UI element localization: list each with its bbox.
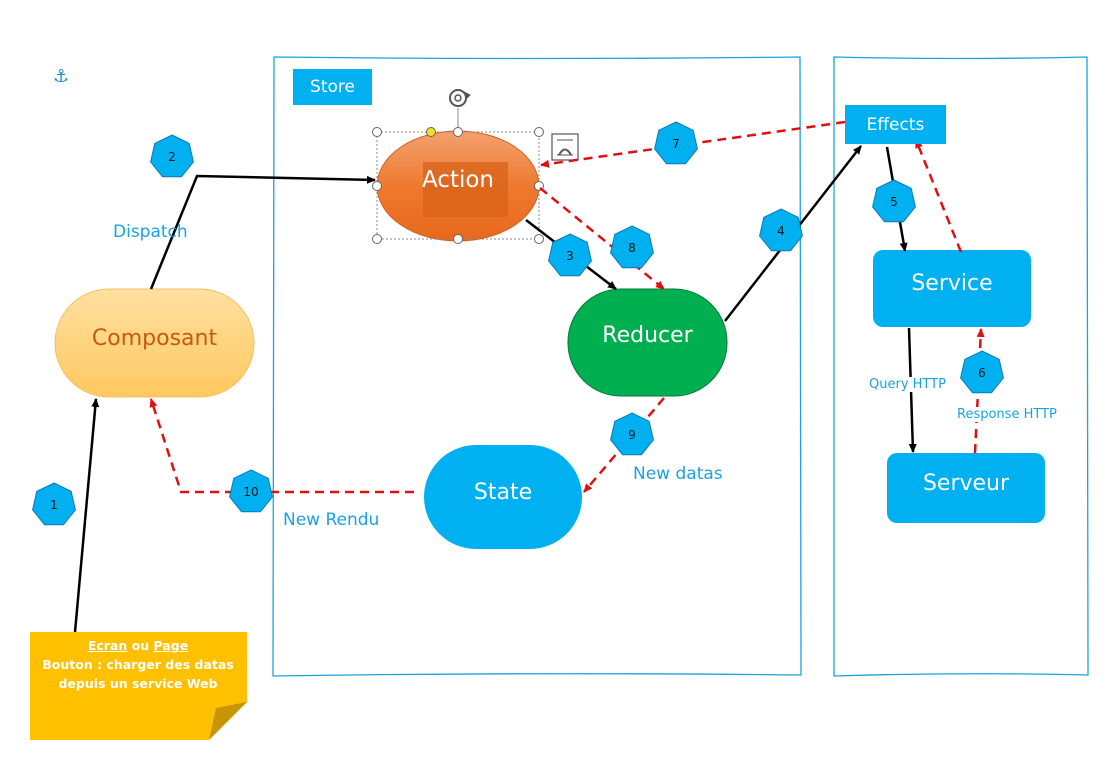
step-badge-number: 9	[628, 428, 636, 442]
effects-container	[833, 56, 1089, 677]
step-badge-number: 6	[978, 366, 986, 380]
step-badge-number: 2	[168, 150, 176, 164]
layout-options-icon[interactable]	[551, 133, 579, 161]
step-badges: 1 2 3 4 5 6 7 8 9 10	[32, 121, 1004, 526]
service-node[interactable]	[873, 250, 1031, 327]
rotate-handle-icon[interactable]	[449, 89, 471, 107]
sticky-note	[30, 632, 247, 740]
step-badge-number: 5	[890, 195, 898, 209]
arrow-service-to-effects	[914, 139, 963, 253]
new-rendu-label: New Rendu	[283, 510, 380, 530]
step-badge-9	[610, 412, 654, 456]
arrow-2-dispatch	[149, 174, 376, 290]
step-badge-number: 10	[243, 485, 258, 499]
arrow-8-action-to-reducer	[539, 187, 665, 290]
dispatch-label: Dispatch	[113, 222, 188, 242]
response-http-label: Response HTTP	[955, 407, 1059, 422]
step-badge-number: 7	[672, 137, 680, 151]
step-badge-2	[150, 134, 194, 178]
reducer-node[interactable]	[567, 288, 728, 397]
step-badge-1	[32, 482, 76, 526]
composant-node[interactable]	[54, 288, 255, 398]
new-datas-label: New datas	[633, 464, 723, 484]
step-badge-3	[548, 233, 592, 277]
step-badge-number: 1	[50, 498, 58, 512]
step-badge-7	[654, 121, 698, 165]
step-badge-10	[229, 469, 273, 513]
step-badge-number: 8	[628, 241, 636, 255]
step-badge-6	[960, 350, 1004, 394]
anchor-icon: ⚓	[53, 66, 70, 86]
query-http-label: Query HTTP	[869, 377, 946, 392]
serveur-node[interactable]	[887, 453, 1045, 523]
step-badge-number: 3	[566, 249, 574, 263]
step-badge-8	[610, 225, 654, 269]
action-text-box	[423, 162, 508, 217]
store-label: Store	[293, 69, 372, 105]
state-node[interactable]	[424, 445, 582, 549]
arrow-1-ecran-to-composant	[73, 398, 100, 633]
arrow-10-state-to-composant	[149, 398, 414, 494]
step-badge-number: 4	[777, 224, 785, 238]
step-badge-4	[759, 208, 803, 252]
store-container	[272, 56, 802, 677]
effects-label[interactable]: Effects	[845, 105, 946, 144]
step-badge-5	[872, 179, 916, 223]
